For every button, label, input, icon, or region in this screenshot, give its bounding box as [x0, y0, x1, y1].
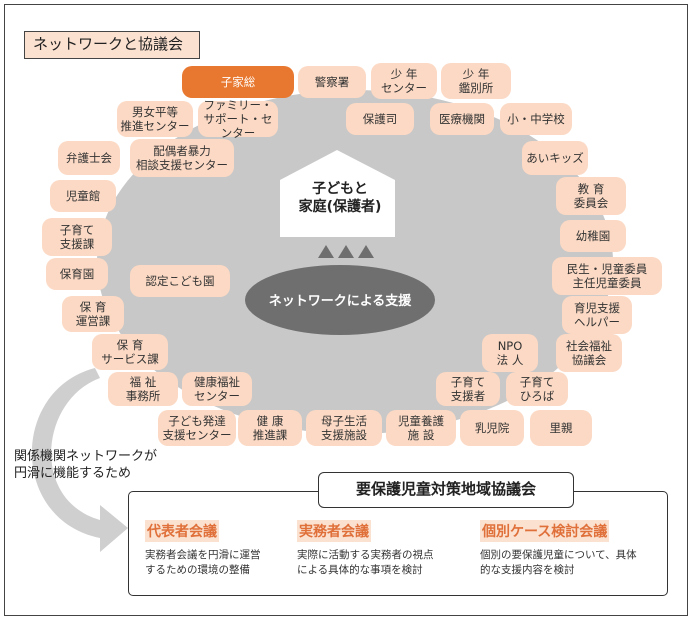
- council-box: [128, 491, 668, 596]
- organization-node: 認定こども園: [130, 265, 230, 297]
- outer-frame: [4, 4, 688, 616]
- organization-node: 小・中学校: [500, 103, 572, 135]
- organization-node: 里親: [530, 410, 592, 446]
- organization-node: 保護司: [346, 103, 414, 135]
- organization-node: 母子生活 支援施設: [306, 410, 382, 446]
- organization-node: 保 育 運営課: [62, 296, 124, 332]
- organization-node: NPO 法 人: [482, 334, 538, 372]
- organization-node: 男女平等 推進センター: [117, 101, 193, 137]
- triangle-arrow: [318, 245, 334, 258]
- organization-node: 医療機関: [430, 103, 494, 135]
- organization-node: 幼稚園: [560, 220, 626, 252]
- organization-node: 乳児院: [460, 410, 524, 446]
- network-support-label: ネットワークによる支援: [268, 294, 412, 309]
- meeting-desc: 実際に活動する実務者の視点 による具体的な事項を検討: [297, 549, 434, 576]
- meeting-practitioner: 実務者会議 実際に活動する実務者の視点 による具体的な事項を検討: [297, 520, 434, 578]
- organization-node: 健康福祉 センター: [182, 372, 252, 406]
- diagram-title: ネットワークと協議会: [24, 31, 200, 59]
- organization-node: 保 育 サービス課: [92, 334, 168, 370]
- organization-node: 教 育 委員会: [556, 177, 626, 215]
- meeting-desc: 実務者会議を円滑に運営 するための環境の整備: [145, 549, 261, 576]
- council-title: 要保護児童対策地域協議会: [318, 472, 574, 508]
- meeting-heading: 代表者会議: [145, 520, 219, 542]
- triangle-arrow: [338, 245, 354, 258]
- network-core: [245, 265, 435, 335]
- organization-node: 子ども発達 支援センター: [158, 410, 236, 446]
- child-family-label: 子どもと 家庭(保護者): [298, 181, 382, 215]
- organization-node: 子育て 支援課: [42, 218, 112, 256]
- meeting-desc: 個別の要保護児童について、具体 的な支援内容を検討: [480, 549, 637, 576]
- organization-node: 福 祉 事務所: [108, 372, 178, 406]
- organization-node: 少 年 センター: [371, 63, 437, 99]
- organization-node: 健 康 推進課: [238, 410, 302, 446]
- meeting-heading: 個別ケース検討会議: [480, 520, 610, 542]
- triangle-arrow: [358, 245, 374, 258]
- organization-node: ファミリー・ サポート・センター: [198, 98, 278, 140]
- organization-node: 配偶者暴力 相談支援センター: [130, 139, 234, 177]
- organization-node: 児童館: [50, 180, 116, 212]
- organization-node: 弁護士会: [58, 141, 120, 175]
- organization-node: 子育て ひろば: [506, 372, 568, 406]
- flow-arrow: [31, 368, 128, 552]
- organization-node: 子家総: [182, 66, 294, 98]
- organization-node: 民生・児童委員 主任児童委員: [552, 257, 662, 295]
- organization-node: あいキッズ: [522, 141, 588, 175]
- meeting-representative: 代表者会議 実務者会議を円滑に運営 するための環境の整備: [145, 520, 261, 578]
- meeting-individual-case: 個別ケース検討会議 個別の要保護児童について、具体 的な支援内容を検討: [480, 520, 637, 578]
- organization-node: 児童養護 施 設: [386, 410, 456, 446]
- organization-node: 保育園: [46, 258, 108, 290]
- flow-text: 関係機関ネットワークが 円滑に機能するため: [14, 449, 158, 481]
- meeting-heading: 実務者会議: [297, 520, 371, 542]
- organization-node: 警察署: [298, 66, 366, 98]
- organization-node: 子育て 支援者: [436, 372, 500, 406]
- organization-node: 育児支援 ヘルパー: [562, 296, 632, 334]
- organization-node: 社会福祉 協議会: [556, 334, 622, 372]
- house-shape: [280, 150, 395, 237]
- organization-node: 少 年 鑑別所: [441, 63, 511, 99]
